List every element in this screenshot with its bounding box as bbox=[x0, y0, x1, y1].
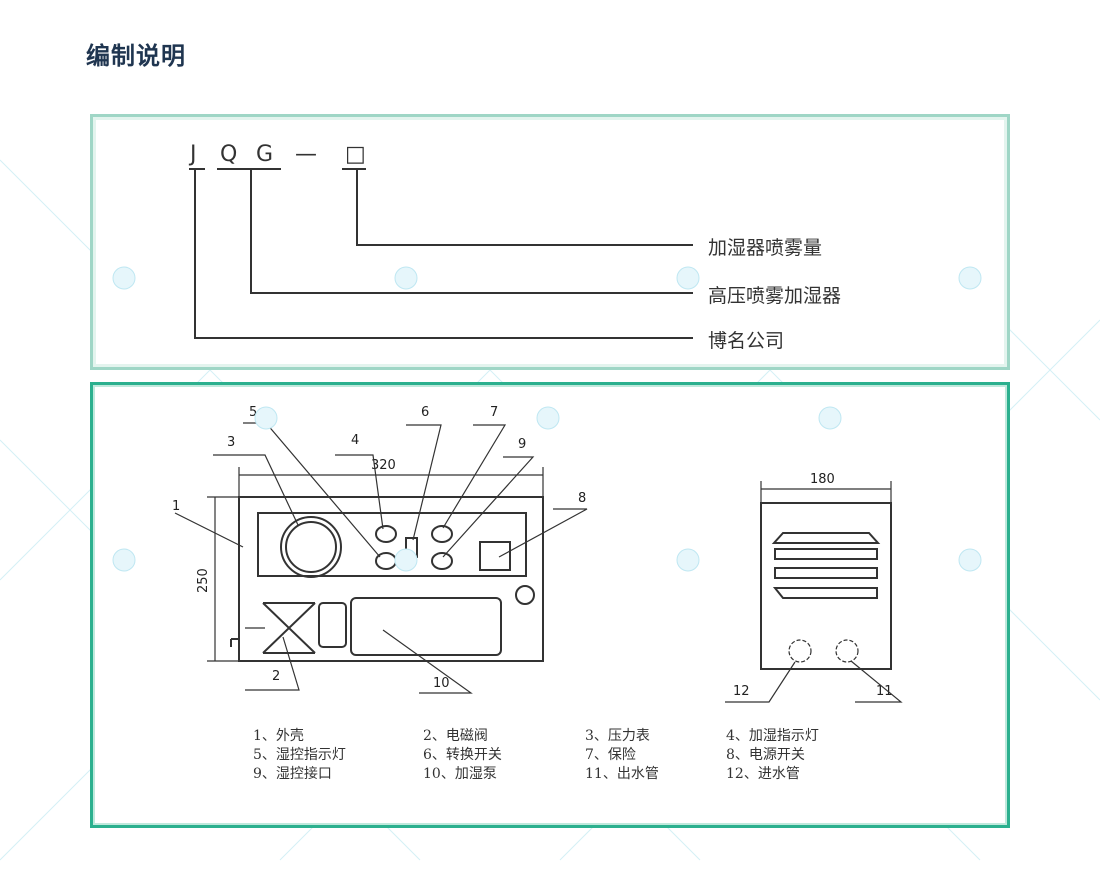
model-code-diagram: J Q G — □ 加湿器喷雾量 高压喷雾加湿器 博名公司 bbox=[188, 142, 841, 352]
code-letter-g: G bbox=[256, 142, 273, 167]
front-height-dimension: 250 bbox=[196, 496, 241, 662]
page-title: 编制说明 bbox=[86, 42, 186, 70]
parts-legend: 1、外壳 2、电磁阀 3、压力表 4、加湿指示灯 5、湿控指示灯 6、转换开关 … bbox=[253, 727, 819, 782]
leader-product bbox=[250, 169, 693, 294]
legend-item: 6、转换开关 bbox=[423, 746, 502, 763]
callout-4: 4 bbox=[351, 433, 359, 448]
connector-block bbox=[318, 602, 347, 648]
callout-9: 9 bbox=[518, 437, 526, 452]
humidity-control-port bbox=[431, 552, 453, 570]
callout-11: 11 bbox=[876, 684, 893, 699]
legend-item: 11、出水管 bbox=[585, 766, 659, 782]
humidify-indicator bbox=[375, 525, 397, 543]
pressure-gauge-inner bbox=[285, 521, 337, 573]
meaning-company: 博名公司 bbox=[708, 330, 784, 352]
legend-item: 8、电源开关 bbox=[726, 747, 805, 763]
callout-12: 12 bbox=[733, 684, 750, 699]
side-vents bbox=[771, 532, 881, 599]
callout-3: 3 bbox=[227, 435, 235, 450]
solenoid-valve bbox=[230, 602, 316, 654]
housing bbox=[238, 496, 544, 662]
callout-8: 8 bbox=[578, 491, 586, 506]
legend-item: 5、湿控指示灯 bbox=[253, 747, 346, 763]
model-code-panel: J Q G — □ 加湿器喷雾量 高压喷雾加湿器 博名公司 bbox=[90, 114, 1010, 370]
legend-item: 12、进水管 bbox=[726, 766, 800, 782]
legend-item: 10、加湿泵 bbox=[423, 766, 497, 782]
callout-10: 10 bbox=[433, 676, 450, 691]
leader-company bbox=[194, 169, 693, 339]
callout-6: 6 bbox=[421, 405, 429, 420]
legend-item: 2、电磁阀 bbox=[423, 728, 488, 744]
control-panel bbox=[257, 512, 527, 577]
callout-7: 7 bbox=[490, 405, 498, 420]
pressure-gauge-outer bbox=[280, 516, 342, 578]
callout-1: 1 bbox=[172, 499, 180, 514]
leader-volume bbox=[356, 169, 693, 246]
side-knob bbox=[515, 585, 535, 605]
legend-item: 9、湿控接口 bbox=[253, 765, 332, 782]
code-box: □ bbox=[345, 142, 366, 167]
code-dash: — bbox=[295, 142, 317, 167]
legend-item: 1、外壳 bbox=[253, 727, 304, 744]
inlet-pipe bbox=[788, 639, 812, 663]
legend-item: 7、保险 bbox=[585, 747, 636, 763]
side-width-dimension: 180 bbox=[760, 472, 892, 503]
callout-5: 5 bbox=[249, 405, 257, 420]
code-letter-q: Q bbox=[220, 142, 237, 167]
device-drawing-panel: 320 250 1 bbox=[90, 382, 1010, 828]
meaning-volume: 加湿器喷雾量 bbox=[708, 237, 822, 259]
legend-item: 3、压力表 bbox=[585, 728, 650, 744]
front-width-label: 320 bbox=[371, 458, 396, 473]
side-width-label: 180 bbox=[810, 472, 835, 487]
legend-item: 4、加湿指示灯 bbox=[726, 728, 819, 744]
power-switch bbox=[479, 541, 511, 571]
fuse bbox=[431, 525, 453, 543]
front-callouts: 1 2 3 4 5 6 7 8 9 10 bbox=[172, 405, 588, 694]
callout-2: 2 bbox=[272, 669, 280, 684]
selector-switch bbox=[405, 537, 418, 558]
side-housing bbox=[760, 502, 892, 670]
outlet-pipe bbox=[835, 639, 859, 663]
front-height-label: 250 bbox=[196, 568, 211, 593]
meaning-product: 高压喷雾加湿器 bbox=[708, 285, 841, 307]
front-width-dimension: 320 bbox=[238, 458, 544, 497]
code-letter-j: J bbox=[188, 142, 197, 167]
device-diagram: 320 250 1 bbox=[172, 405, 903, 782]
humidify-pump bbox=[350, 597, 502, 656]
